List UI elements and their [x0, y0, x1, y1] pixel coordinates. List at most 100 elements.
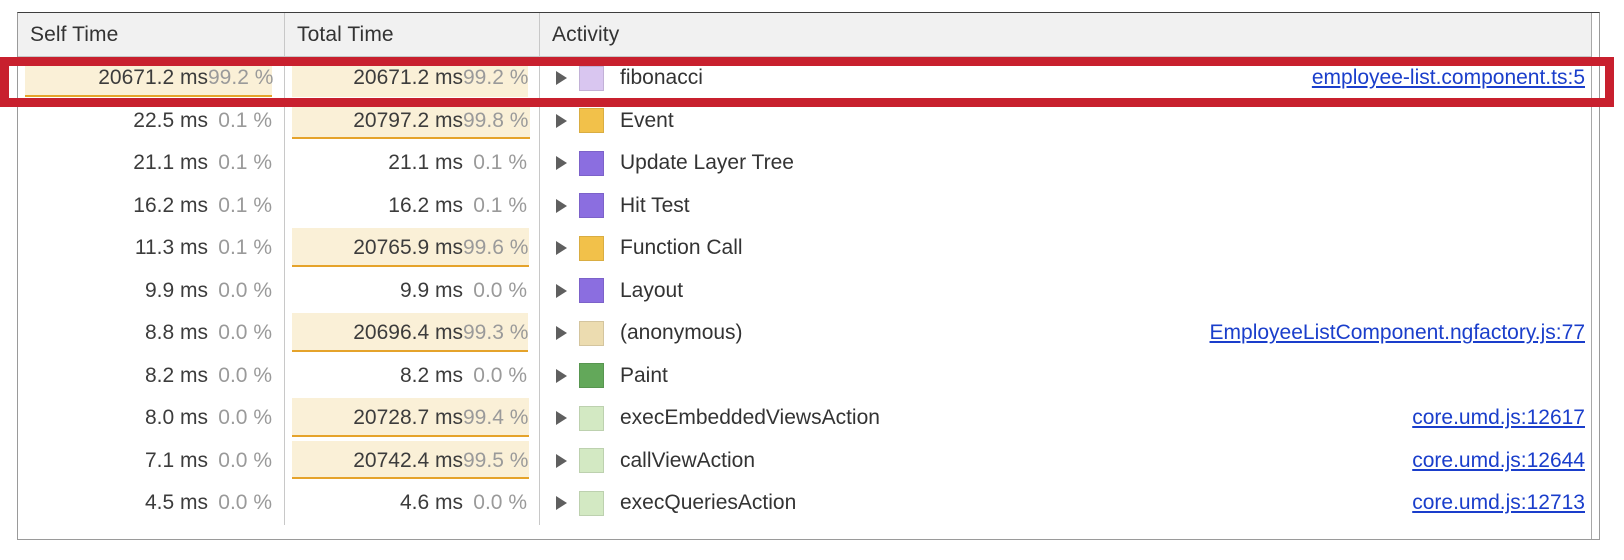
cell-activity: Paint: [539, 354, 1599, 398]
cell-total-time: 8.2 ms 0.0 %: [284, 354, 539, 397]
painting-pale-swatch: [579, 405, 604, 431]
total-time-percent: 99.8 %: [463, 108, 529, 132]
cell-activity: Layout: [539, 269, 1599, 313]
activity-name: Event: [620, 108, 674, 132]
total-time-bar: [292, 440, 529, 479]
scripting-swatch: [579, 108, 604, 134]
cell-activity: Function Call: [539, 227, 1599, 270]
total-time-percent: 99.3 %: [463, 321, 529, 345]
activity-name: fibonacci: [620, 66, 703, 90]
cell-activity: fibonacci employee-list.component.ts:5: [539, 57, 1599, 100]
self-time-value: 8.0 ms: [144, 406, 208, 430]
vertical-scrollbar[interactable]: [1591, 13, 1599, 539]
expand-triangle-icon[interactable]: [550, 440, 572, 483]
self-time-value: 16.2 ms: [133, 193, 208, 217]
expand-triangle-icon[interactable]: [550, 142, 572, 185]
expand-triangle-icon[interactable]: [550, 270, 572, 313]
total-time-value: 20765.9 ms: [353, 236, 463, 260]
painting-pale-swatch: [579, 448, 604, 474]
total-time-value: 20728.7 ms: [353, 406, 463, 430]
expand-triangle-icon[interactable]: [550, 355, 572, 398]
cell-self-time: 16.2 ms 0.1 %: [18, 185, 284, 228]
activity-name: (anonymous): [620, 321, 743, 345]
source-location-link[interactable]: core.umd.js:12713: [1412, 491, 1585, 515]
total-time-percent: 99.2 %: [463, 66, 529, 90]
self-time-value: 11.3 ms: [134, 236, 208, 260]
column-header-total-time[interactable]: Total Time: [284, 13, 539, 56]
cell-self-time: 8.2 ms 0.0 %: [18, 355, 284, 398]
table-row[interactable]: 8.2 ms 0.0 % 8.2 ms 0.0 % Paint: [18, 354, 1599, 398]
expand-triangle-icon[interactable]: [550, 185, 572, 228]
call-tree-table: Self Time Total Time Activity 20671.2 ms…: [17, 12, 1600, 540]
expand-triangle-icon[interactable]: [550, 57, 572, 100]
cell-activity: Hit Test: [539, 184, 1599, 228]
total-time-value: 8.2 ms: [399, 363, 463, 387]
total-time-percent: 0.0 %: [473, 491, 527, 515]
expand-triangle-icon[interactable]: [550, 100, 572, 143]
expand-triangle-icon[interactable]: [550, 397, 572, 440]
column-header-activity[interactable]: Activity: [539, 13, 1599, 56]
total-time-percent: 99.6 %: [463, 236, 529, 260]
source-location-link[interactable]: core.umd.js:12617: [1412, 406, 1585, 430]
self-time-percent: 0.1 %: [218, 193, 272, 217]
self-time-percent: 0.0 %: [218, 321, 272, 345]
total-time-percent: 0.1 %: [473, 193, 527, 217]
scripting-light-swatch: [579, 65, 604, 91]
self-time-percent: 0.0 %: [218, 363, 272, 387]
activity-name: execQueriesAction: [620, 491, 797, 515]
expand-triangle-icon[interactable]: [550, 312, 572, 355]
total-time-value: 9.9 ms: [399, 278, 463, 302]
source-location-link[interactable]: EmployeeListComponent.ngfactory.js:77: [1209, 321, 1585, 345]
cell-activity: execQueriesAction core.umd.js:12713: [539, 482, 1599, 525]
column-header-total-time-label: Total Time: [297, 22, 394, 46]
self-time-percent: 0.1 %: [218, 108, 272, 132]
expand-triangle-icon[interactable]: [550, 482, 572, 525]
rendering-swatch: [579, 150, 604, 176]
expand-triangle-icon[interactable]: [550, 227, 572, 270]
self-time-value: 21.1 ms: [133, 151, 208, 175]
self-time-percent: 0.0 %: [218, 448, 272, 472]
total-time-value: 4.6 ms: [399, 491, 463, 515]
source-location-link[interactable]: core.umd.js:12644: [1412, 448, 1585, 472]
source-location-link[interactable]: employee-list.component.ts:5: [1311, 66, 1585, 90]
column-header-self-time-label: Self Time: [30, 22, 119, 46]
total-time-value: 20742.4 ms: [353, 448, 463, 472]
painting-pale-swatch: [579, 490, 604, 516]
rendering-swatch: [579, 278, 604, 304]
self-time-percent: 0.0 %: [218, 491, 272, 515]
self-time-value: 8.2 ms: [144, 363, 208, 387]
total-time-percent: 0.0 %: [473, 363, 527, 387]
total-time-bar: [292, 313, 529, 352]
scripting-pale-swatch: [579, 320, 604, 346]
column-header-self-time[interactable]: Self Time: [18, 13, 284, 56]
cell-activity: (anonymous) EmployeeListComponent.ngfacto…: [539, 312, 1599, 355]
cell-activity: Event: [539, 99, 1599, 143]
self-time-value: 7.1 ms: [144, 448, 208, 472]
self-time-value: 9.9 ms: [144, 278, 208, 302]
activity-name: callViewAction: [620, 448, 756, 472]
